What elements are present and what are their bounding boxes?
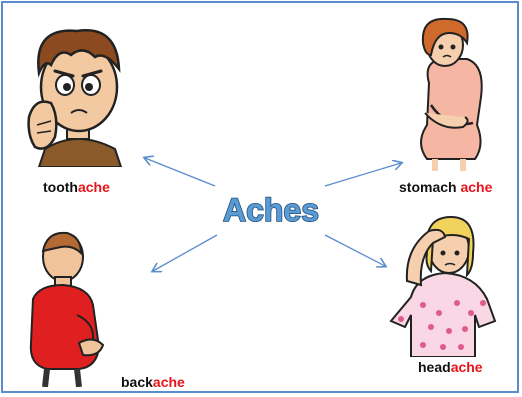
label-headache-prefix: head xyxy=(418,359,451,375)
label-stomachache: stomach ache xyxy=(399,179,492,195)
label-backache: backache xyxy=(121,374,185,390)
arrow-to-headache xyxy=(325,235,385,266)
headache-girl-illustration xyxy=(387,209,505,357)
stomachache-girl-illustration xyxy=(401,13,497,171)
label-headache-suffix: ache xyxy=(451,359,483,375)
diagram-frame: Aches xyxy=(1,1,519,393)
svg-text:Aches: Aches xyxy=(223,192,319,228)
label-toothache-prefix: tooth xyxy=(43,179,78,195)
arrow-to-backache xyxy=(153,235,217,271)
label-toothache-suffix: ache xyxy=(78,179,110,195)
label-backache-suffix: ache xyxy=(153,374,185,390)
title-text: Aches xyxy=(209,187,333,233)
toothache-boy-illustration xyxy=(25,21,129,167)
label-backache-prefix: back xyxy=(121,374,153,390)
label-stomachache-prefix: stomach xyxy=(399,179,460,195)
label-headache: headache xyxy=(418,359,483,375)
backache-boy-illustration xyxy=(17,229,109,387)
label-stomachache-suffix: ache xyxy=(460,179,492,195)
arrow-to-stomachache xyxy=(325,163,401,186)
label-toothache: toothache xyxy=(43,179,110,195)
center-title: Aches xyxy=(209,187,333,233)
arrow-to-toothache xyxy=(145,158,215,186)
